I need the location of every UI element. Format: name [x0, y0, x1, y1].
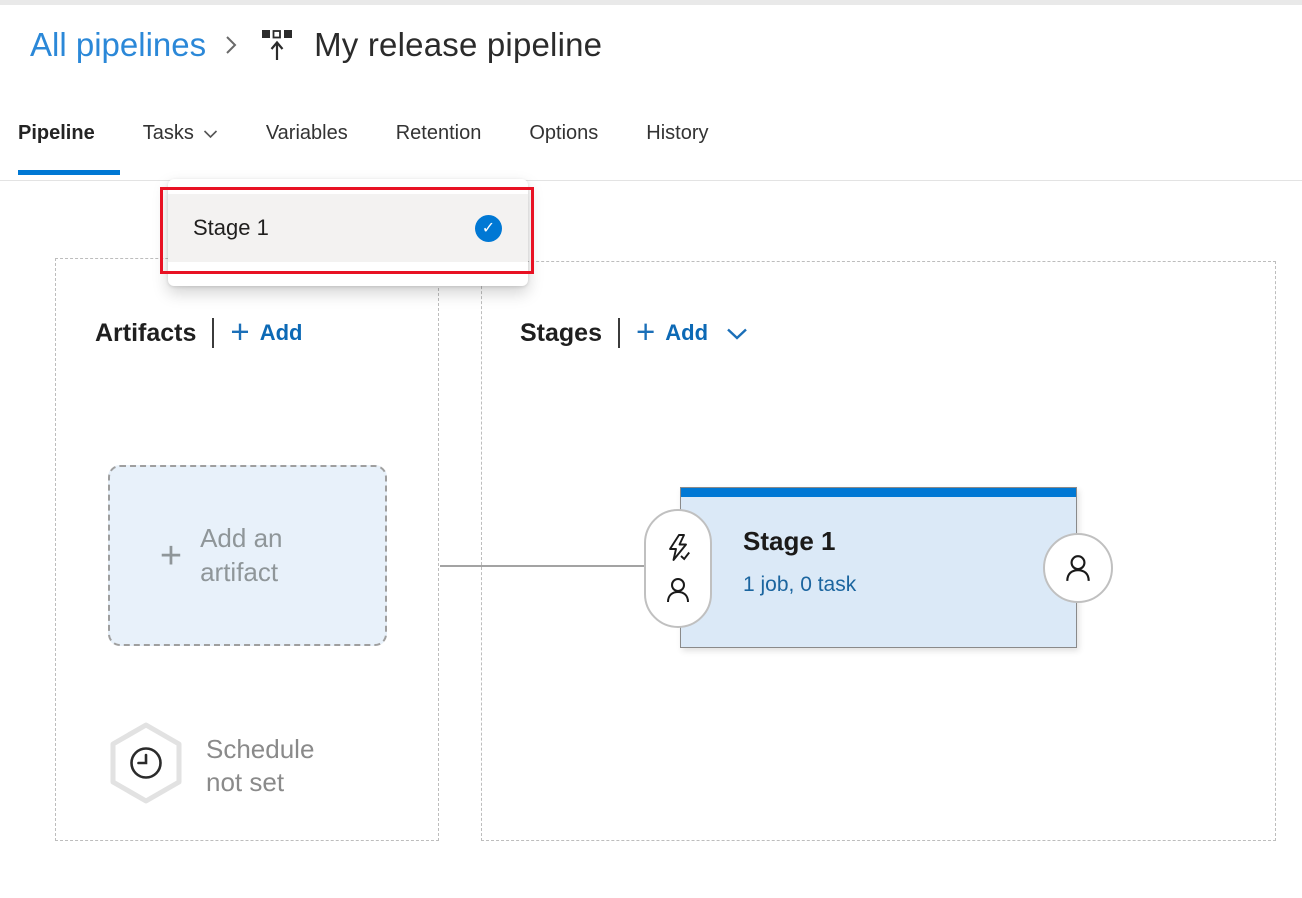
add-stage-button[interactable]: + Add: [636, 315, 748, 348]
tasks-dropdown-item-stage1[interactable]: Stage 1 ✓: [168, 194, 528, 262]
person-icon: [664, 576, 692, 604]
dropdown-item-label: Stage 1: [193, 215, 269, 240]
add-artifact-label: Add: [259, 320, 303, 345]
stages-title: Stages: [520, 318, 602, 347]
post-deployment-conditions-button[interactable]: [1043, 533, 1113, 603]
breadcrumb-chevron-icon: [224, 33, 238, 57]
plus-icon: +: [635, 312, 656, 350]
add-stage-label: Add: [665, 320, 709, 345]
artifacts-header: Artifacts + Add: [95, 315, 303, 348]
header-separator: [212, 318, 215, 348]
release-pipeline-icon: [260, 27, 294, 63]
breadcrumb: All pipelines My release pipeline: [30, 26, 602, 64]
pre-deployment-conditions-button[interactable]: [644, 509, 712, 628]
artifacts-title: Artifacts: [95, 318, 197, 347]
add-artifact-placeholder[interactable]: + Add an artifact: [108, 465, 387, 646]
tab-tasks-label: Tasks: [142, 122, 194, 144]
stages-panel: [481, 261, 1276, 841]
tab-pipeline[interactable]: Pipeline: [18, 122, 95, 144]
chevron-down-icon: [727, 328, 747, 340]
add-artifact-placeholder-label: Add an artifact: [200, 522, 283, 587]
schedule-button[interactable]: Schedule not set: [108, 722, 341, 809]
lightning-icon: [665, 533, 692, 563]
page-title: My release pipeline: [314, 26, 603, 63]
schedule-hexagon-clock-icon: [108, 722, 184, 809]
active-tab-indicator: [18, 170, 120, 175]
stage-card[interactable]: Stage 1 1 job, 0 task: [680, 487, 1077, 648]
artifact-stage-connector: [440, 565, 682, 567]
tab-tasks[interactable]: Tasks: [143, 122, 218, 149]
tab-bar: Pipeline Tasks Variables Retention Optio…: [18, 122, 709, 149]
person-icon: [1063, 553, 1093, 583]
selected-check-icon: ✓: [475, 214, 502, 242]
stage-jobs-tasks-link[interactable]: 1 job, 0 task: [743, 573, 857, 596]
stage-card-accent-bar: [681, 488, 1076, 497]
tabbar-divider: [0, 180, 1302, 181]
plus-icon: +: [230, 312, 250, 350]
tab-history[interactable]: History: [646, 122, 709, 144]
schedule-label: Schedule not set: [206, 734, 315, 797]
tab-variables[interactable]: Variables: [265, 122, 348, 144]
top-border-strip: [0, 0, 1302, 5]
tasks-dropdown-menu: Stage 1 ✓: [168, 179, 528, 286]
tab-options[interactable]: Options: [529, 122, 599, 144]
add-artifact-button[interactable]: + Add: [230, 315, 303, 348]
stage-name: Stage 1: [743, 526, 836, 556]
plus-icon: +: [159, 534, 183, 577]
header-separator: [617, 318, 620, 348]
stages-header: Stages + Add: [520, 315, 748, 348]
breadcrumb-all-pipelines-link[interactable]: All pipelines: [30, 26, 207, 63]
chevron-down-icon: [203, 129, 217, 138]
tab-retention[interactable]: Retention: [395, 122, 482, 144]
